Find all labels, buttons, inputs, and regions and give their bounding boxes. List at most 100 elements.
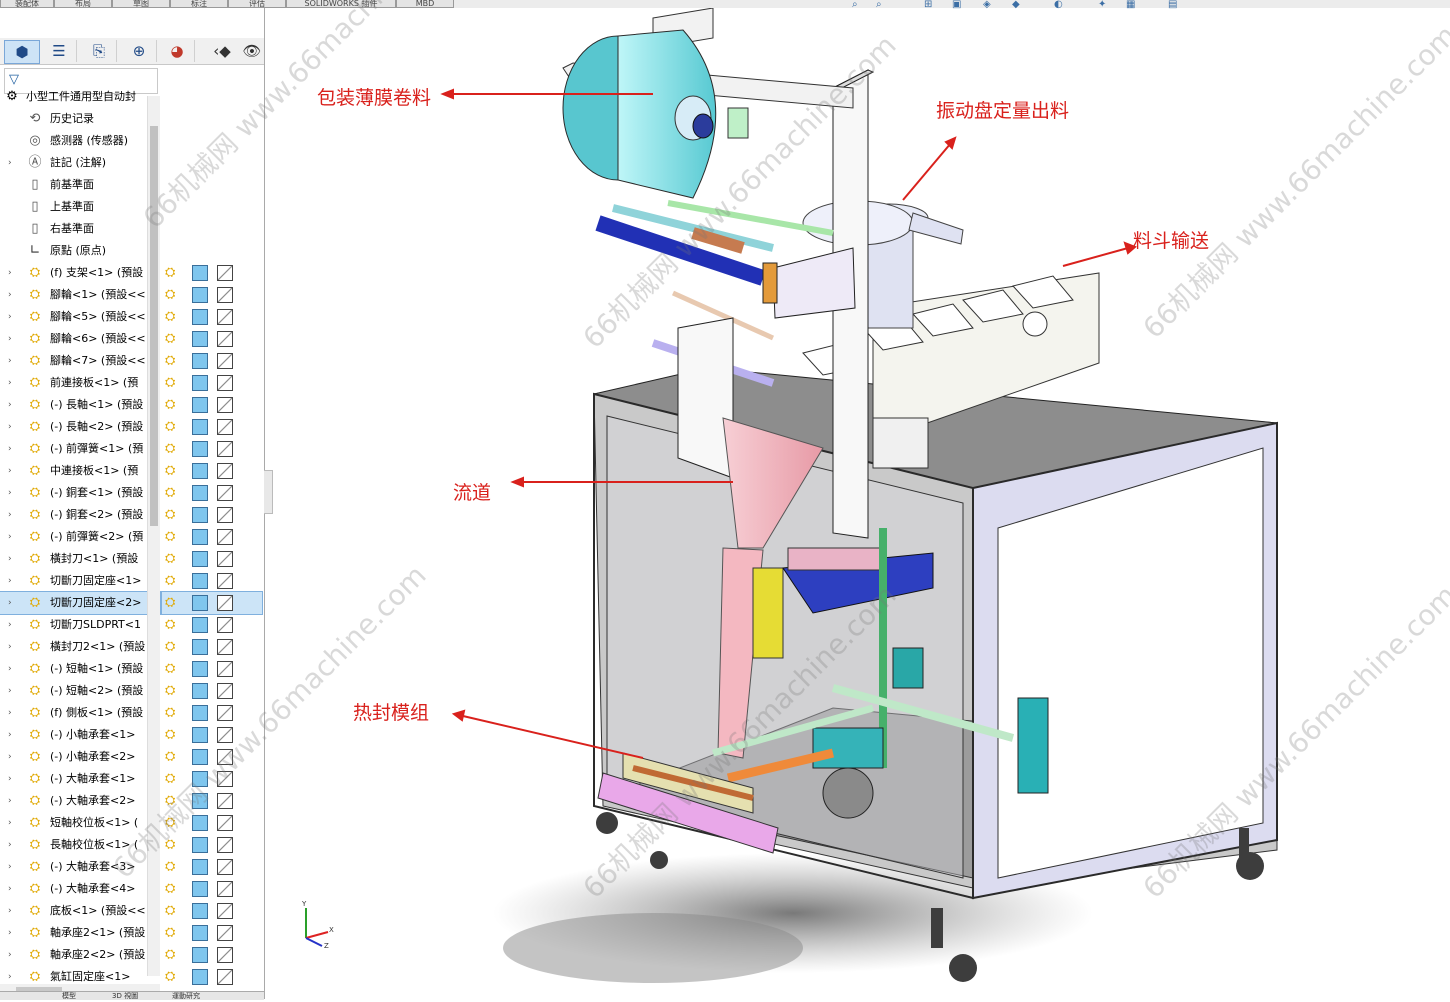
appearance-icon[interactable] — [217, 925, 233, 941]
tree-item[interactable]: ›⛭橫封刀<1> (預設 — [0, 548, 160, 570]
command-tab[interactable]: 布局 — [54, 0, 112, 8]
display-mode-icon[interactable] — [192, 485, 208, 501]
tree-item[interactable]: ›⛭(-) 大軸承套<1> — [0, 768, 160, 790]
appearance-icon[interactable] — [217, 903, 233, 919]
tree-item[interactable]: ›⛭腳輪<1> (預設<< — [0, 284, 160, 306]
zoom-to-fit-icon[interactable]: ⌕ — [852, 0, 858, 10]
command-tab[interactable]: SOLIDWORKS 插件 — [286, 0, 396, 8]
display-mode-icon[interactable] — [192, 727, 208, 743]
display-mode-icon[interactable] — [192, 947, 208, 963]
visibility-icon[interactable]: ⛭ — [165, 859, 176, 874]
display-pane-toggle[interactable]: 👁 — [235, 40, 269, 62]
tree-item[interactable]: ›⛭底板<1> (預設<< — [0, 900, 160, 922]
appearance-icon[interactable] — [217, 287, 233, 303]
command-tab[interactable]: 评估 — [228, 0, 286, 8]
expand-icon[interactable]: › — [8, 708, 12, 718]
appearance-icon[interactable] — [217, 661, 233, 677]
display-mode-icon[interactable] — [192, 881, 208, 897]
tree-item[interactable]: ›⛭切斷刀固定座<2> — [0, 591, 161, 615]
expand-icon[interactable]: › — [8, 972, 12, 982]
tree-item[interactable]: ›⛭長軸校位板<1> ( — [0, 834, 160, 856]
expand-icon[interactable]: › — [8, 466, 12, 476]
expand-icon[interactable]: › — [8, 950, 12, 960]
visibility-icon[interactable]: ⛭ — [165, 573, 176, 588]
tree-item[interactable]: ∟原點 (原点) — [0, 240, 160, 262]
expand-icon[interactable]: › — [8, 554, 12, 564]
configuration-manager-tab[interactable]: ⎘ — [82, 40, 117, 62]
display-mode-icon[interactable] — [192, 639, 208, 655]
visibility-icon[interactable]: ⛭ — [165, 639, 176, 654]
display-mode-icon[interactable] — [192, 661, 208, 677]
tree-item[interactable]: ›⛭軸承座2<2> (預設 — [0, 944, 160, 966]
display-mode-icon[interactable] — [192, 529, 208, 545]
display-mode-icon[interactable] — [192, 309, 208, 325]
display-mode-icon[interactable] — [192, 683, 208, 699]
tree-item[interactable]: ›⛭(-) 小軸承套<2> — [0, 746, 160, 768]
view-orientation-icon[interactable]: ◈ — [983, 0, 991, 10]
visibility-icon[interactable]: ⛭ — [165, 309, 176, 324]
visibility-icon[interactable]: ⛭ — [165, 397, 176, 412]
expand-icon[interactable]: › — [8, 532, 12, 542]
appearance-icon[interactable] — [217, 837, 233, 853]
property-manager-tab[interactable]: ☰ — [42, 40, 77, 62]
appearance-icon[interactable] — [217, 331, 233, 347]
previous-view-icon[interactable]: ⊞ — [924, 0, 933, 10]
tree-item[interactable]: ›⛭(-) 銅套<1> (預設 — [0, 482, 160, 504]
display-mode-icon[interactable] — [192, 463, 208, 479]
expand-icon[interactable]: › — [8, 158, 12, 168]
apply-scene-icon[interactable]: ▦ — [1126, 0, 1136, 10]
visibility-icon[interactable]: ⛭ — [165, 837, 176, 852]
appearance-icon[interactable] — [217, 507, 233, 523]
display-mode-icon[interactable] — [192, 551, 208, 567]
appearance-icon[interactable] — [217, 947, 233, 963]
appearance-icon[interactable] — [217, 353, 233, 369]
appearance-icon[interactable] — [217, 551, 233, 567]
hide-show-icon[interactable]: ◐ — [1054, 0, 1063, 10]
expand-icon[interactable]: › — [8, 576, 12, 586]
bottom-tab[interactable]: 模型 — [62, 992, 76, 1000]
display-mode-icon[interactable] — [192, 595, 208, 611]
appearance-icon[interactable] — [217, 815, 233, 831]
visibility-icon[interactable]: ⛭ — [165, 683, 176, 698]
display-mode-icon[interactable] — [192, 287, 208, 303]
tree-item[interactable]: ▯上基準面 — [0, 196, 160, 218]
tree-item[interactable]: ›⛭短軸校位板<1> ( — [0, 812, 160, 834]
appearance-icon[interactable] — [217, 309, 233, 325]
appearance-icon[interactable] — [217, 595, 233, 611]
expand-icon[interactable]: › — [8, 356, 12, 366]
expand-icon[interactable]: › — [8, 774, 12, 784]
display-mode-icon[interactable] — [192, 397, 208, 413]
tree-item[interactable]: ›⛭(-) 小軸承套<1> — [0, 724, 160, 746]
expand-icon[interactable]: › — [8, 752, 12, 762]
tree-item[interactable]: ›⛭(-) 銅套<2> (預設 — [0, 504, 160, 526]
display-mode-icon[interactable] — [192, 859, 208, 875]
visibility-icon[interactable]: ⛭ — [165, 419, 176, 434]
tree-item[interactable]: ›⛭氣缸固定座<1> — [0, 966, 160, 988]
command-tab[interactable]: 标注 — [170, 0, 228, 8]
display-mode-icon[interactable] — [192, 573, 208, 589]
tree-item[interactable]: ›⛭(-) 大軸承套<4> — [0, 878, 160, 900]
tree-item[interactable]: ›⛭(-) 前彈簧<1> (預 — [0, 438, 160, 460]
display-mode-icon[interactable] — [192, 353, 208, 369]
expand-icon[interactable]: › — [8, 928, 12, 938]
command-tab[interactable]: 草图 — [112, 0, 170, 8]
display-mode-icon[interactable] — [192, 331, 208, 347]
appearance-icon[interactable] — [217, 771, 233, 787]
expand-icon[interactable]: › — [8, 906, 12, 916]
tree-item[interactable]: ›⛭(f) 支架<1> (預設 — [0, 262, 160, 284]
visibility-icon[interactable]: ⛭ — [165, 925, 176, 940]
tree-item[interactable]: ›⛭前連接板<1> (預 — [0, 372, 160, 394]
visibility-icon[interactable]: ⛭ — [165, 441, 176, 456]
expand-icon[interactable]: › — [8, 620, 12, 630]
expand-icon[interactable]: › — [8, 488, 12, 498]
appearance-icon[interactable] — [217, 529, 233, 545]
visibility-icon[interactable]: ⛭ — [165, 595, 176, 610]
expand-icon[interactable]: › — [8, 686, 12, 696]
visibility-icon[interactable]: ⛭ — [165, 705, 176, 720]
expand-icon[interactable]: › — [8, 422, 12, 432]
tree-item[interactable]: ▯前基準面 — [0, 174, 160, 196]
appearance-icon[interactable] — [217, 573, 233, 589]
visibility-icon[interactable]: ⛭ — [165, 727, 176, 742]
visibility-icon[interactable]: ⛭ — [165, 551, 176, 566]
visibility-icon[interactable]: ⛭ — [165, 771, 176, 786]
